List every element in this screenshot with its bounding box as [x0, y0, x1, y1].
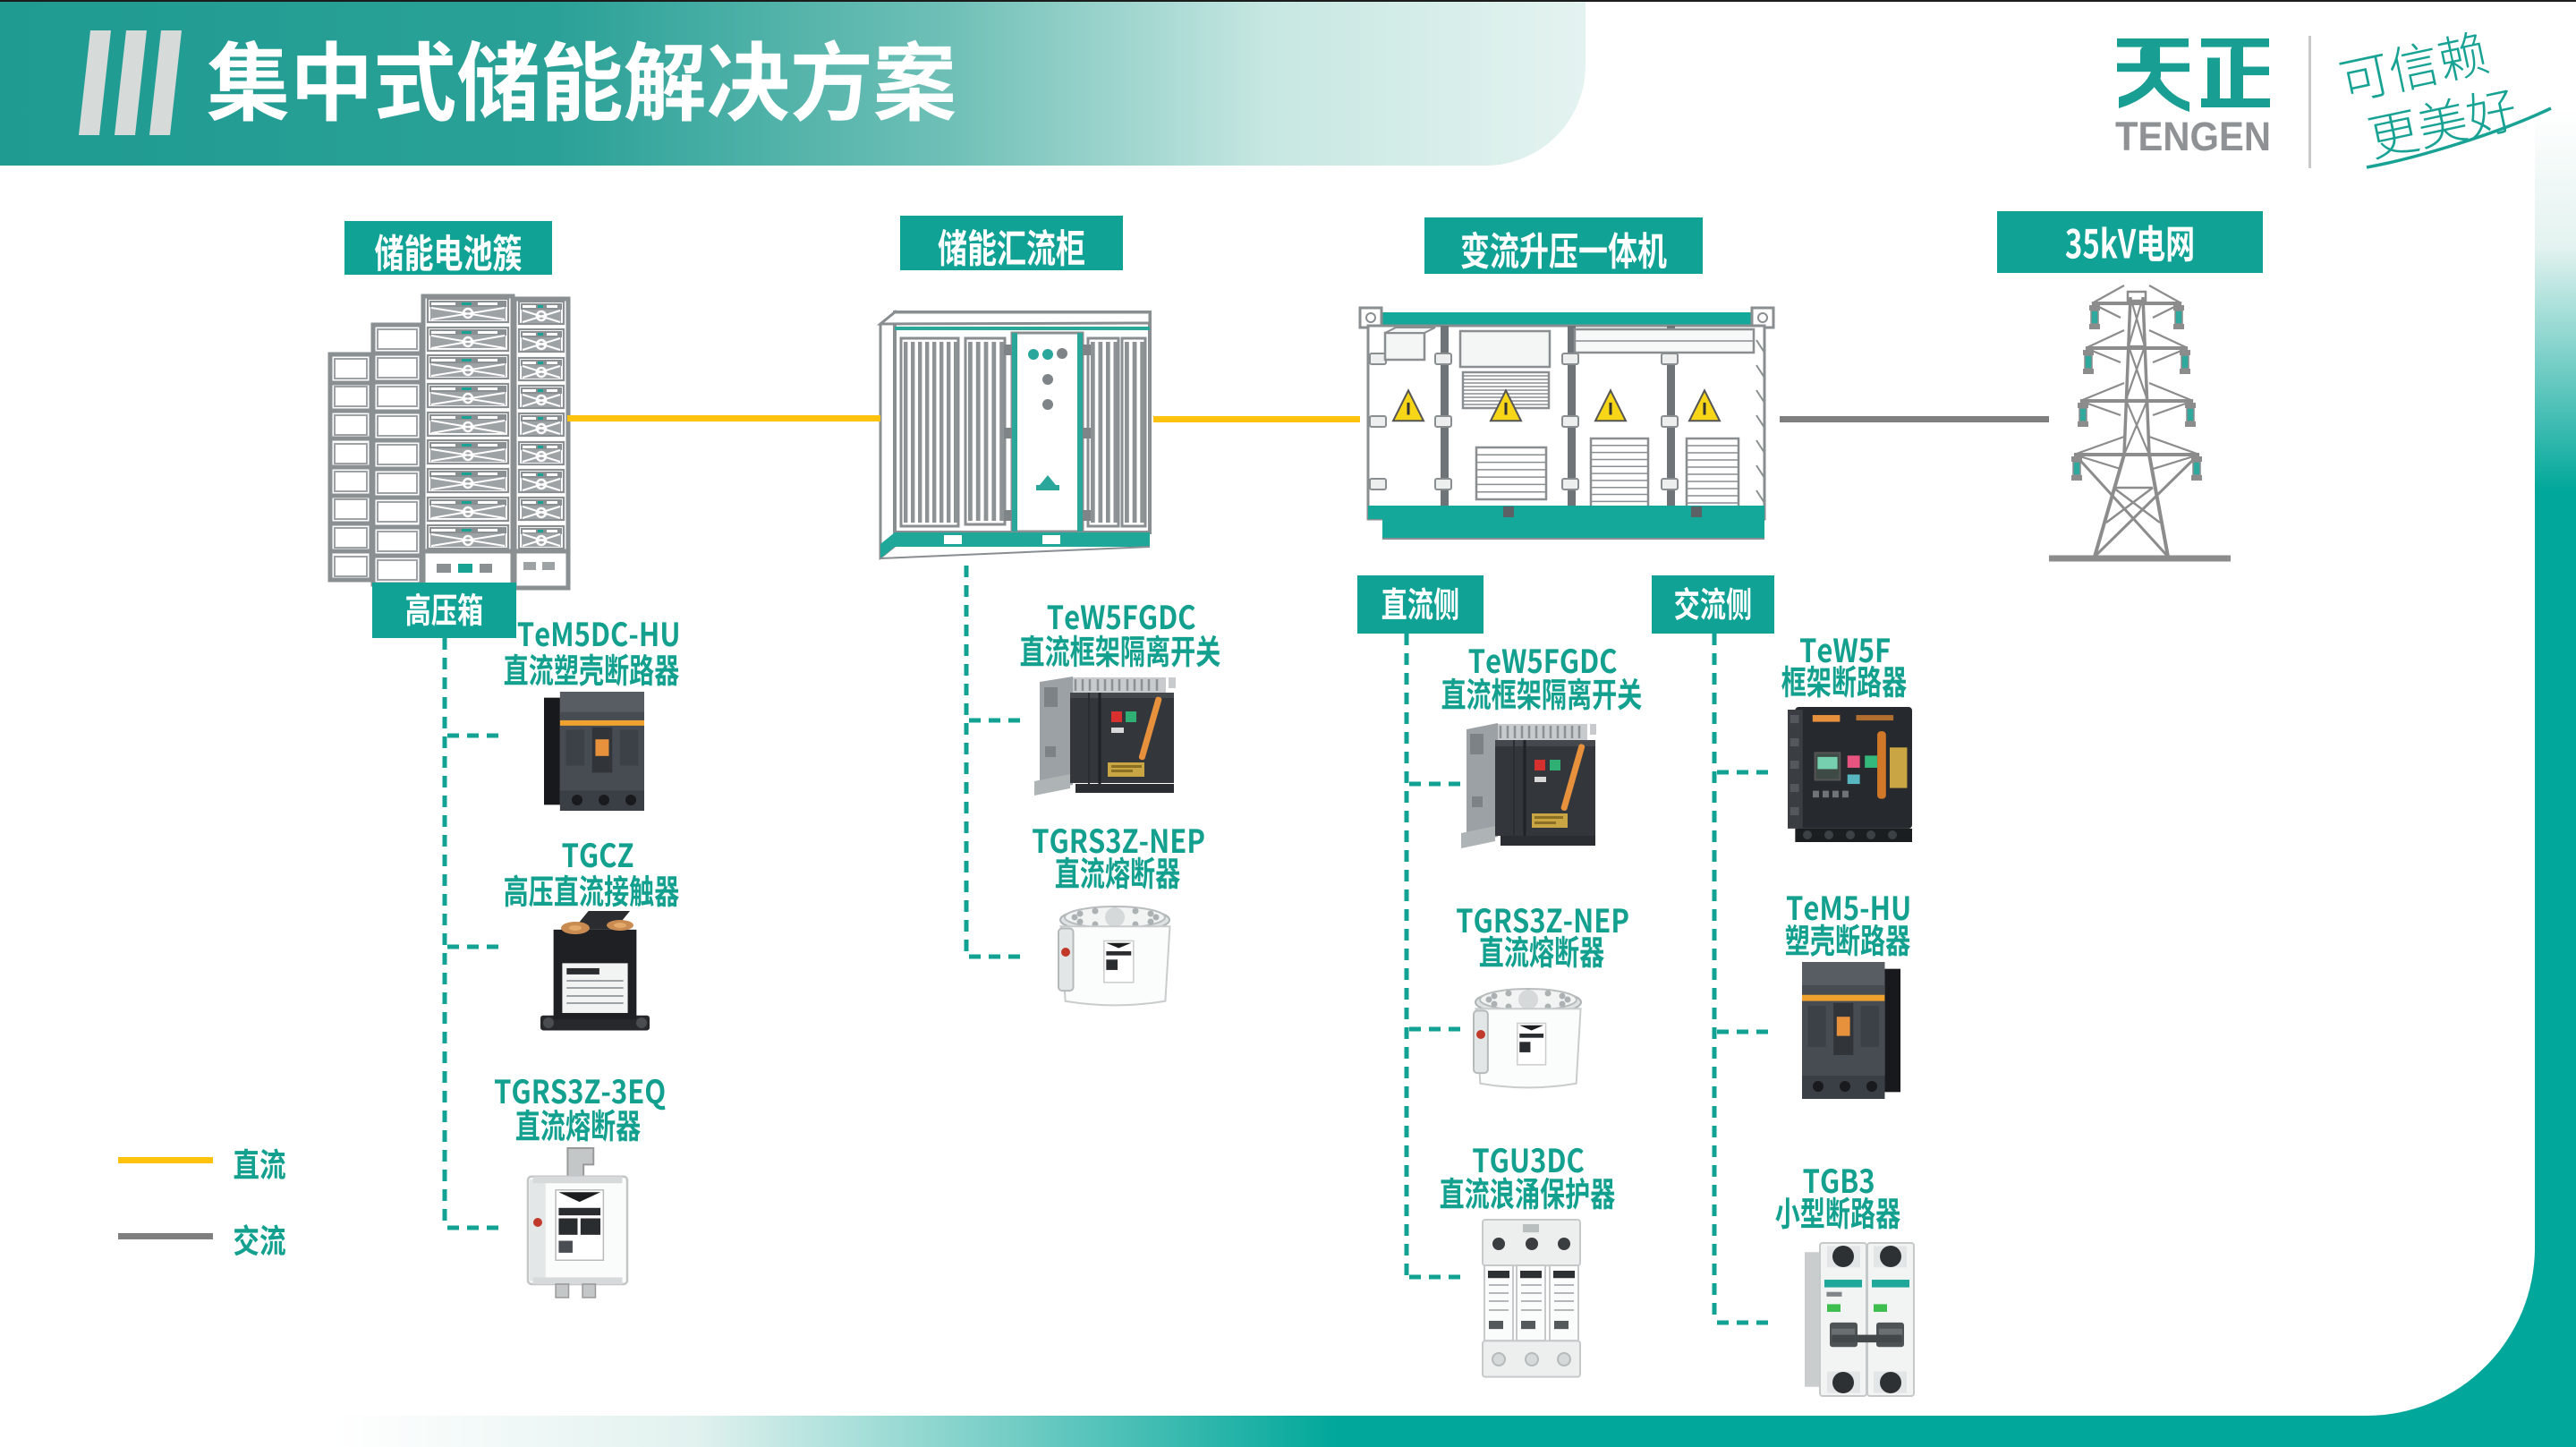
svg-text:TENGEN: TENGEN — [2115, 114, 2271, 159]
